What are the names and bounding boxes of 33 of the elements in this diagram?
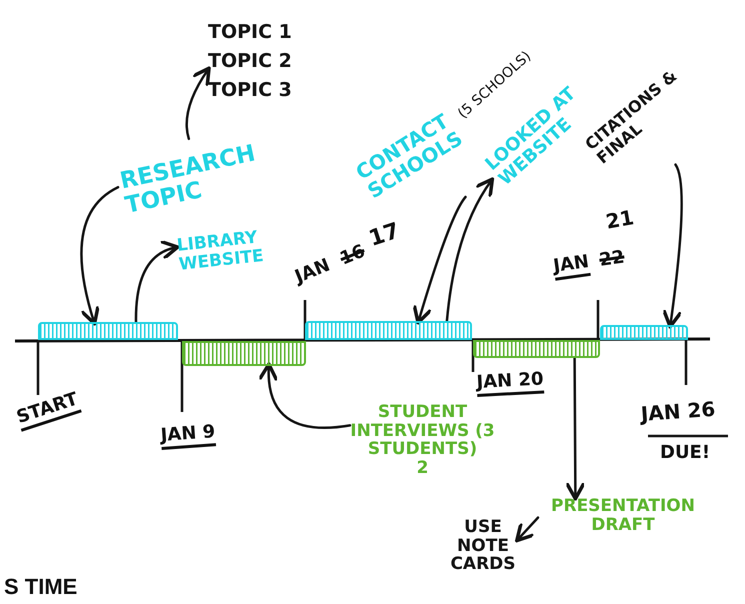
date-label: JAN 20 [476,368,544,393]
date-label: DUE! [660,442,710,463]
date-label: JAN 9 [160,421,216,446]
note-text: STUDENT INTERVIEWS (3 STUDENTS) [350,403,495,460]
arrow [412,196,467,324]
date-label: 22 [598,246,626,271]
date-label: JAN 26 [640,396,716,426]
timeline-bar [305,321,472,340]
arrow [258,362,352,430]
date-label: 16 [337,240,368,270]
heading-text: S TIME [4,574,78,600]
timeline-bar [38,322,178,340]
timeline-bar [182,341,306,366]
note-text: PRESENTATION DRAFT [550,497,696,534]
timeline-bar [600,325,688,340]
arrow [515,516,540,542]
note-text: LIBRARY WEBSITE [176,226,266,274]
arrow [564,356,586,500]
arrow [446,177,494,322]
date-label: JAN [292,254,333,288]
arrow [662,163,683,328]
arrow [134,240,180,324]
timeline-bar [473,340,600,358]
note-text: USE NOTE CARDS [449,518,517,574]
note-text: 2 [416,459,430,478]
date-label: 17 [366,218,403,252]
date-label: 21 [604,205,636,234]
arrow [185,66,211,140]
note-text: TOPIC 2 [208,50,293,72]
date-label: JAN [552,251,590,277]
note-text: TOPIC 3 [208,80,293,101]
note-text: TOPIC 1 [208,22,293,43]
arrow [80,186,120,326]
